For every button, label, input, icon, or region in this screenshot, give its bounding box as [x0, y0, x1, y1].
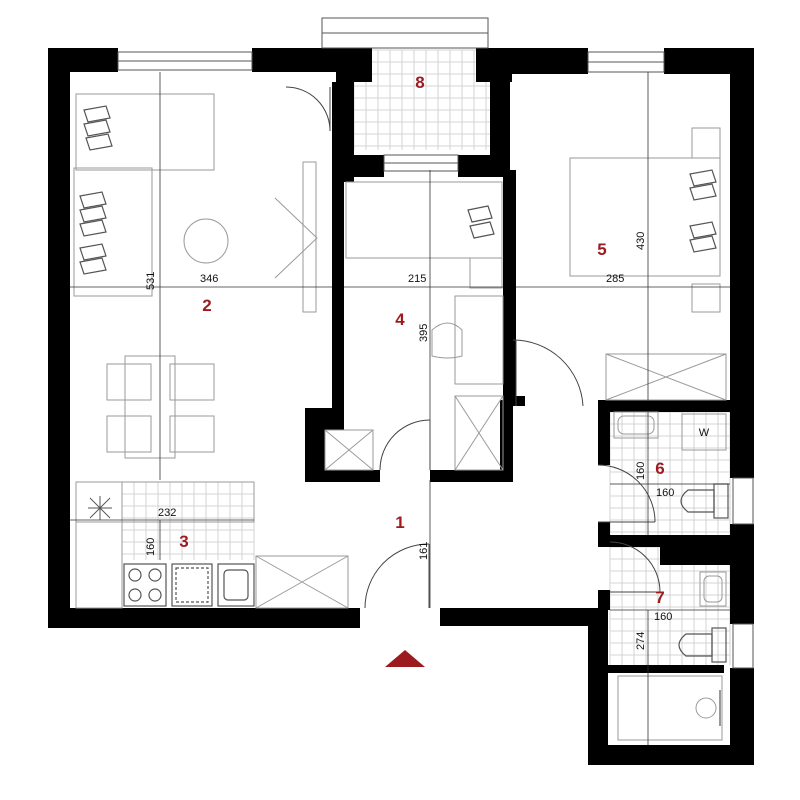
toilet-bath-6	[680, 483, 729, 519]
tv-cabinet	[302, 161, 317, 313]
washer-label: W	[699, 427, 710, 439]
sink-bath-7	[699, 571, 727, 607]
doors	[285, 86, 661, 609]
furniture-room-4	[345, 181, 504, 471]
desk-chair	[431, 322, 463, 359]
counter-left	[75, 481, 123, 609]
cooktop	[123, 563, 167, 607]
kitchen-cabinet	[255, 555, 349, 609]
dim-living-width: 346	[200, 273, 218, 285]
room-number-8: 8	[415, 73, 424, 92]
pillows-bedroom-5	[689, 169, 717, 253]
dim-living-length: 531	[145, 272, 157, 290]
door-bedroom-5	[512, 339, 584, 407]
dim-bedroom5-width: 285	[606, 273, 624, 285]
bed-room-4	[345, 181, 503, 259]
dim-kitchen-width: 232	[158, 507, 176, 519]
walls	[48, 48, 754, 765]
furniture-bedroom-5	[569, 127, 727, 401]
pillows-room-4	[467, 205, 495, 239]
sink-kitchen	[217, 563, 255, 607]
dimension-lines	[70, 72, 730, 745]
sink-bath-6	[613, 411, 659, 439]
chair	[106, 363, 152, 401]
nightstand-top	[691, 127, 721, 159]
room-number-6: 6	[655, 459, 664, 478]
shower-tray	[617, 675, 723, 741]
door-bath-7	[609, 541, 661, 593]
dim-room4-length: 395	[418, 324, 430, 342]
dimension-labels: 346 531 215 395 285 430 232 160 161 160 …	[145, 232, 674, 650]
tv-screen	[274, 197, 318, 279]
extractor-fan-icon	[88, 496, 112, 520]
dim-bath6-width: 160	[656, 487, 674, 499]
chair	[169, 415, 215, 453]
window-bath-7	[732, 623, 754, 669]
sofa	[75, 93, 215, 171]
chair	[106, 415, 152, 453]
coffee-table	[183, 218, 229, 264]
door-bath-6	[597, 464, 656, 523]
furniture-kitchen	[75, 481, 349, 609]
dim-hall-length: 161	[418, 542, 430, 560]
toilet-bath-7	[678, 627, 727, 663]
dining-table	[124, 355, 176, 459]
closet-hall	[324, 429, 374, 471]
door-balcony	[285, 86, 331, 132]
dim-bath6-length: 160	[635, 462, 647, 480]
furniture-living-room	[73, 93, 318, 459]
tile-grid-balcony	[335, 49, 490, 150]
washing-machine	[681, 413, 727, 451]
door-entrance	[364, 543, 430, 609]
room-numbers: 1 2 3 4 5 6 7 8	[179, 73, 664, 607]
window-bath-6	[732, 477, 754, 525]
windows	[117, 17, 754, 669]
dim-bath7-length: 274	[635, 632, 647, 650]
desk	[454, 295, 504, 385]
room-number-3: 3	[179, 532, 188, 551]
dim-room4-width: 215	[408, 273, 426, 285]
shower-drain	[695, 697, 717, 719]
dim-bath7-width: 160	[654, 611, 672, 623]
room-number-7: 7	[655, 588, 664, 607]
nightstand	[469, 257, 503, 289]
furniture-bath-7	[617, 571, 727, 741]
wardrobe-room-4	[454, 395, 504, 471]
nightstand-bottom	[691, 283, 721, 313]
chair	[169, 363, 215, 401]
room-number-2: 2	[202, 296, 211, 315]
wardrobe-bedroom-5	[605, 353, 727, 401]
bed-left	[73, 167, 153, 297]
triangle-up-icon	[385, 650, 425, 667]
double-bed	[569, 157, 721, 277]
room-number-5: 5	[597, 240, 606, 259]
room-number-1: 1	[395, 513, 404, 532]
dim-kitchen-length: 160	[145, 538, 157, 556]
pillows-left	[79, 105, 113, 275]
door-room-4	[379, 419, 431, 471]
furniture-bath-6: W	[613, 411, 729, 519]
oven	[171, 563, 213, 607]
dim-bedroom5-length: 430	[635, 232, 647, 250]
room-number-4: 4	[395, 310, 405, 329]
